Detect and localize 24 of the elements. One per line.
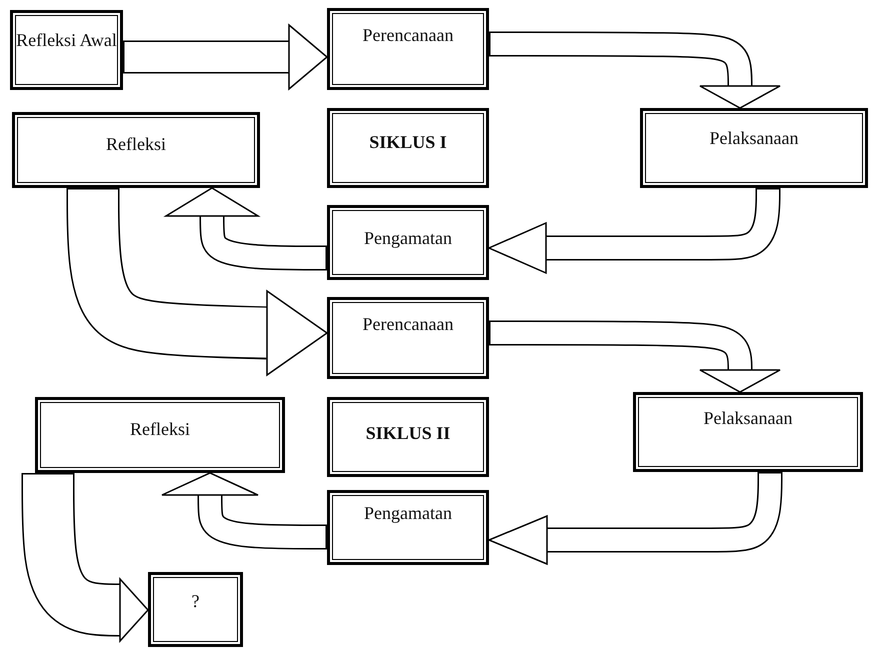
cycle-title: SIKLUS I	[369, 132, 447, 152]
process-box	[327, 205, 489, 280]
step-label: Refleksi	[130, 418, 190, 440]
step-label: ?	[192, 591, 200, 612]
step-label: Pelaksanaan	[710, 128, 798, 148]
process-box	[10, 10, 123, 90]
step-label: Perencanaan	[362, 314, 454, 334]
process-box	[35, 397, 285, 473]
process-box	[633, 392, 863, 472]
process-box	[327, 108, 489, 188]
step-label: Pengamatan	[364, 503, 452, 524]
process-box	[327, 8, 489, 90]
step-label: Refleksi Awal	[16, 30, 117, 50]
process-box	[327, 490, 489, 565]
cycle-title: SIKLUS II	[366, 422, 450, 444]
step-label: Perencanaan	[362, 24, 454, 46]
step-label: Pengamatan	[364, 228, 452, 249]
process-box	[327, 397, 489, 477]
process-box	[148, 572, 243, 647]
step-label: Refleksi	[106, 134, 166, 154]
step-label: Pelaksanaan	[704, 408, 792, 428]
process-box	[12, 112, 260, 188]
process-box	[327, 297, 489, 379]
process-box	[640, 108, 868, 188]
